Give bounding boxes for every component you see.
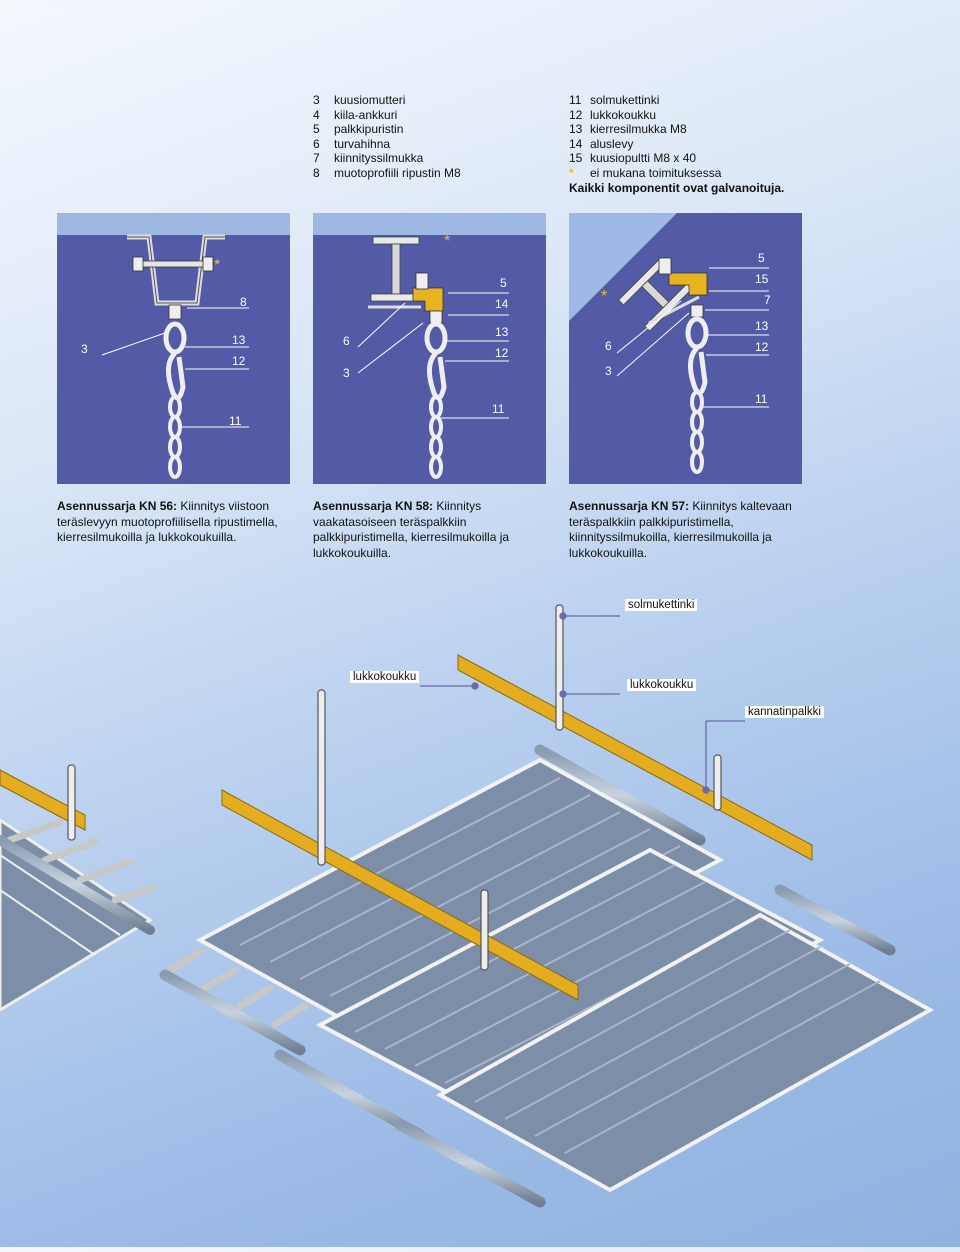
chains xyxy=(67,604,722,971)
kn58-illustration xyxy=(313,213,546,479)
radiant-panel xyxy=(394,884,935,1208)
support-beam xyxy=(0,654,813,1001)
panel-kn56: * 8 3 13 12 11 xyxy=(57,213,290,484)
panel-kn58: * 5 14 6 13 12 3 11 xyxy=(313,213,546,484)
radiant-panel xyxy=(0,818,156,1012)
caption-kn56: Asennussarja KN 56: Kiinnitys viistoon t… xyxy=(57,499,278,544)
ceiling-installation-scene: solmukettinki lukkokoukku lukkokoukku ka… xyxy=(0,590,960,1247)
ceiling-panels-illustration xyxy=(0,604,935,1208)
label-kannatinpalkki: kannatinpalkki xyxy=(745,706,824,718)
caption-kn57: Asennussarja KN 57: Kiinnitys kaltevaan … xyxy=(569,499,792,560)
legend-item: *ei mukana toimituksessa xyxy=(569,165,722,180)
label-lukkokoukku-left: lukkokoukku xyxy=(350,671,420,683)
panel-kn57: 5 15 7 * 13 6 12 3 11 xyxy=(569,213,802,484)
label-lukkokoukku-right: lukkokoukku xyxy=(627,679,697,691)
label-solmukettinki: solmukettinki xyxy=(625,599,698,611)
legend-note: Kaikki komponentit ovat galvanoituja. xyxy=(569,180,785,195)
kn57-illustration xyxy=(569,213,802,474)
caption-kn58: Asennussarja KN 58: Kiinnitys vaakatasoi… xyxy=(313,499,510,560)
kn56-illustration xyxy=(57,213,290,479)
